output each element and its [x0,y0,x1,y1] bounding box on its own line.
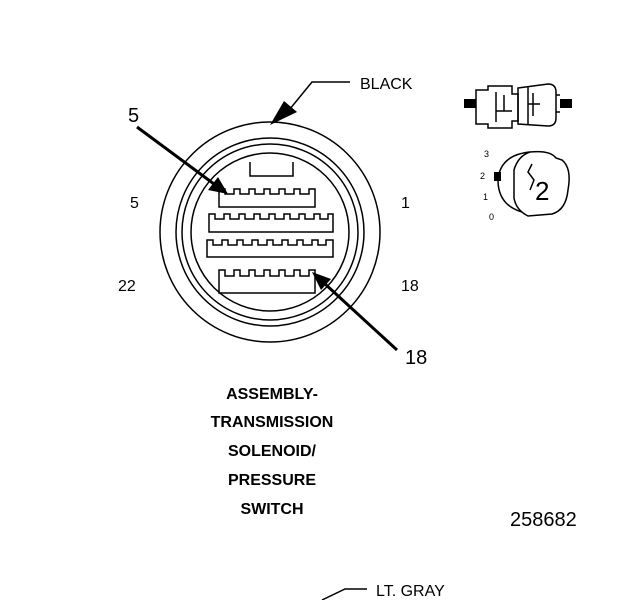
connector-side-view-icon [464,83,572,129]
keyway-scale-1: 1 [483,192,488,202]
keyway-scale-3: 3 [484,149,489,159]
second-connector-leader-line [321,588,367,600]
connector-middle-ring [175,137,365,327]
title-line-5: SWITCH [240,501,303,518]
connector-inner-ring-outer [181,143,359,321]
color-leader-arrowhead [270,101,297,125]
pin-label-left-upper: 5 [130,195,139,212]
second-connector-color-label: LT. GRAY [376,583,445,600]
title-line-4: PRESSURE [228,472,316,489]
callout-5-arrowhead [208,177,228,194]
callout-5-label: 5 [128,105,139,127]
callout-18-label: 18 [405,347,427,369]
terminal-row-1 [218,188,316,208]
terminal-row-3 [206,239,334,258]
component-title: ASSEMBLY- TRANSMISSION SOLENOID/ PRESSUR… [211,386,334,518]
connector-outer-ring [159,121,381,343]
pin-label-right-upper: 1 [401,195,410,212]
keyway-indicator-icon [494,150,570,217]
connector-key-notch [249,162,294,177]
keyway-scale-2: 2 [480,171,485,181]
connector-face [159,121,381,343]
terminal-row-2 [208,213,334,233]
callout-18-line [322,281,399,352]
connector-inner-ring [190,152,350,312]
keyway-number: 2 [535,176,549,206]
terminal-row-4 [218,269,316,294]
pin-label-left-lower: 22 [118,278,136,295]
pin-label-right-lower: 18 [401,278,419,295]
part-number: 258682 [510,509,577,531]
title-line-1: ASSEMBLY- [226,386,318,403]
connector-color-label: BLACK [360,76,413,93]
title-line-3: SOLENOID/ [228,443,317,460]
color-leader-line [284,81,350,116]
callout-5-line [136,125,215,186]
callout-18-arrowhead [312,272,331,290]
keyway-scale-0: 0 [489,212,494,222]
title-line-2: TRANSMISSION [211,414,334,431]
